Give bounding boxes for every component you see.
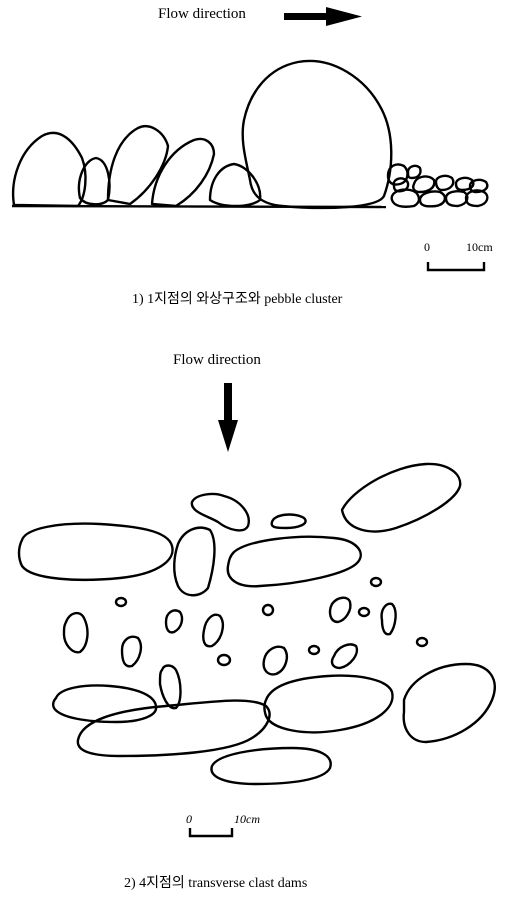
figure2-clast-dams — [19, 464, 495, 784]
figure2-clast — [272, 515, 306, 528]
figure1-scale-zero: 0 — [424, 240, 430, 255]
figure2-clast — [122, 637, 141, 667]
figure2-clast — [382, 604, 396, 635]
figure1-imbricated-pebbles — [12, 61, 487, 208]
figure1-pebble — [408, 166, 421, 178]
figure2-pebble — [359, 608, 369, 616]
figure2-pebble — [116, 598, 126, 606]
figure2-clast — [332, 644, 357, 668]
figure1-pebble — [446, 191, 467, 206]
figure2-scale-zero: 0 — [186, 812, 192, 827]
figure1-pebble — [392, 190, 419, 207]
figure1-scale-end: 10cm — [466, 240, 493, 255]
figure2-clast — [192, 494, 249, 530]
figure2-clast — [264, 647, 287, 675]
figure2-clast — [64, 613, 87, 652]
figure2-pebble — [309, 646, 319, 654]
figure1-caption: 1) 1지점의 와상구조와 pebble cluster — [132, 288, 342, 308]
figure2-clast — [160, 666, 181, 709]
figure2-arrow — [218, 383, 238, 452]
figure2-clast — [404, 664, 495, 742]
figure2-clast — [174, 528, 214, 596]
figure1-scale-bar — [428, 262, 484, 270]
figure2-flow-label: Flow direction — [173, 352, 261, 369]
figure2-clast — [211, 748, 330, 784]
figure2-pebble — [263, 605, 273, 615]
figure1-clast — [13, 133, 85, 206]
figure1-flow-label: Flow direction — [158, 6, 246, 23]
figure2-scale-end: 10cm — [234, 812, 260, 827]
figure1-clast — [210, 164, 260, 206]
figure1-arrow — [284, 7, 362, 26]
figure2-clast — [265, 676, 393, 733]
figure2-pebble — [417, 638, 427, 646]
figure2-pebble — [371, 578, 381, 586]
figure2-pebble — [218, 655, 230, 665]
figure2-clast — [228, 537, 361, 586]
figure1-pebble — [413, 177, 434, 192]
figure2-caption: 2) 4지점의 transverse clast dams — [124, 872, 307, 892]
figure2-clast — [342, 464, 460, 531]
figure2-clast — [330, 598, 350, 622]
figure1-pebble — [420, 191, 445, 206]
figure1-clast — [108, 126, 168, 204]
figure1-clast — [152, 139, 214, 206]
figure1-large-boulder — [243, 61, 392, 208]
figure2-clast — [19, 524, 173, 580]
figure2-clast — [203, 615, 223, 647]
figure1-pebble — [436, 176, 453, 190]
figure1-pebble — [388, 164, 407, 184]
figure2-clast — [166, 610, 182, 632]
figure2-scale-bar — [190, 828, 232, 836]
